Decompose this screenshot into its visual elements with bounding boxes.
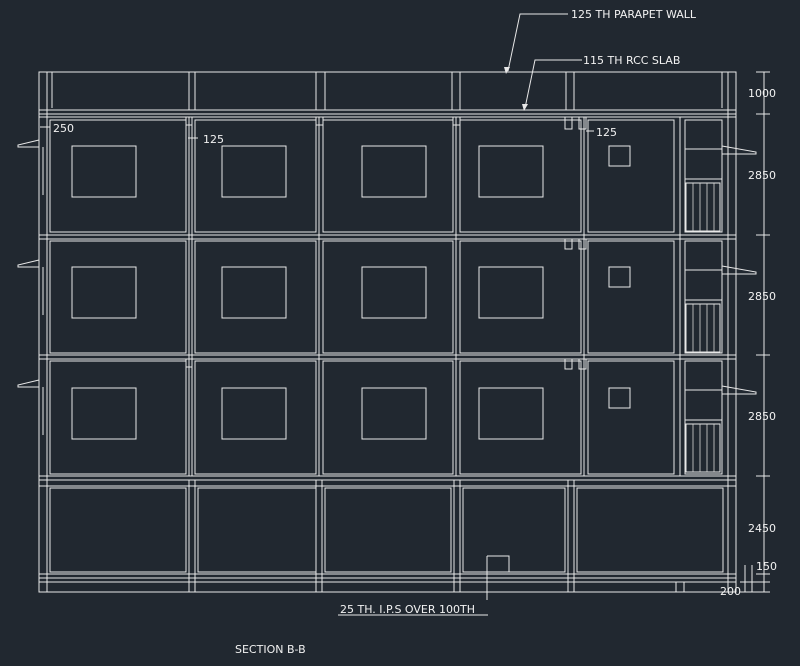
annotations: 125 TH PARAPET WALL 115 TH RCC SLAB 250 … xyxy=(53,8,777,656)
col-left-label: 250 xyxy=(53,122,74,135)
slab-label: 115 TH RCC SLAB xyxy=(583,54,680,67)
dimension-line xyxy=(740,71,770,593)
parapet-label: 125 TH PARAPET WALL xyxy=(571,8,697,21)
dim-floor-1: 2850 xyxy=(748,410,776,423)
parapet-band xyxy=(39,72,736,111)
floor-slabs xyxy=(39,113,736,583)
ips-label: 25 TH. I.P.S OVER 100TH xyxy=(340,603,475,616)
dim-parapet: 1000 xyxy=(748,87,776,100)
dim-floor-2: 2850 xyxy=(748,290,776,303)
windows xyxy=(71,145,631,440)
col-mid-label: 125 xyxy=(203,133,224,146)
dim-footing: 200 xyxy=(720,585,741,598)
dim-plinth: 150 xyxy=(756,560,777,573)
room-panels xyxy=(49,116,723,476)
leader-lines xyxy=(40,13,594,616)
ground-floor xyxy=(49,480,724,600)
col-right-label: 125 xyxy=(596,126,617,139)
chajja-projections xyxy=(17,139,757,435)
building-outline xyxy=(38,71,737,593)
section-title: SECTION B-B xyxy=(235,643,306,656)
stair-railings xyxy=(684,148,723,473)
dim-floor-3: 2850 xyxy=(748,169,776,182)
dim-ground: 2450 xyxy=(748,522,776,535)
